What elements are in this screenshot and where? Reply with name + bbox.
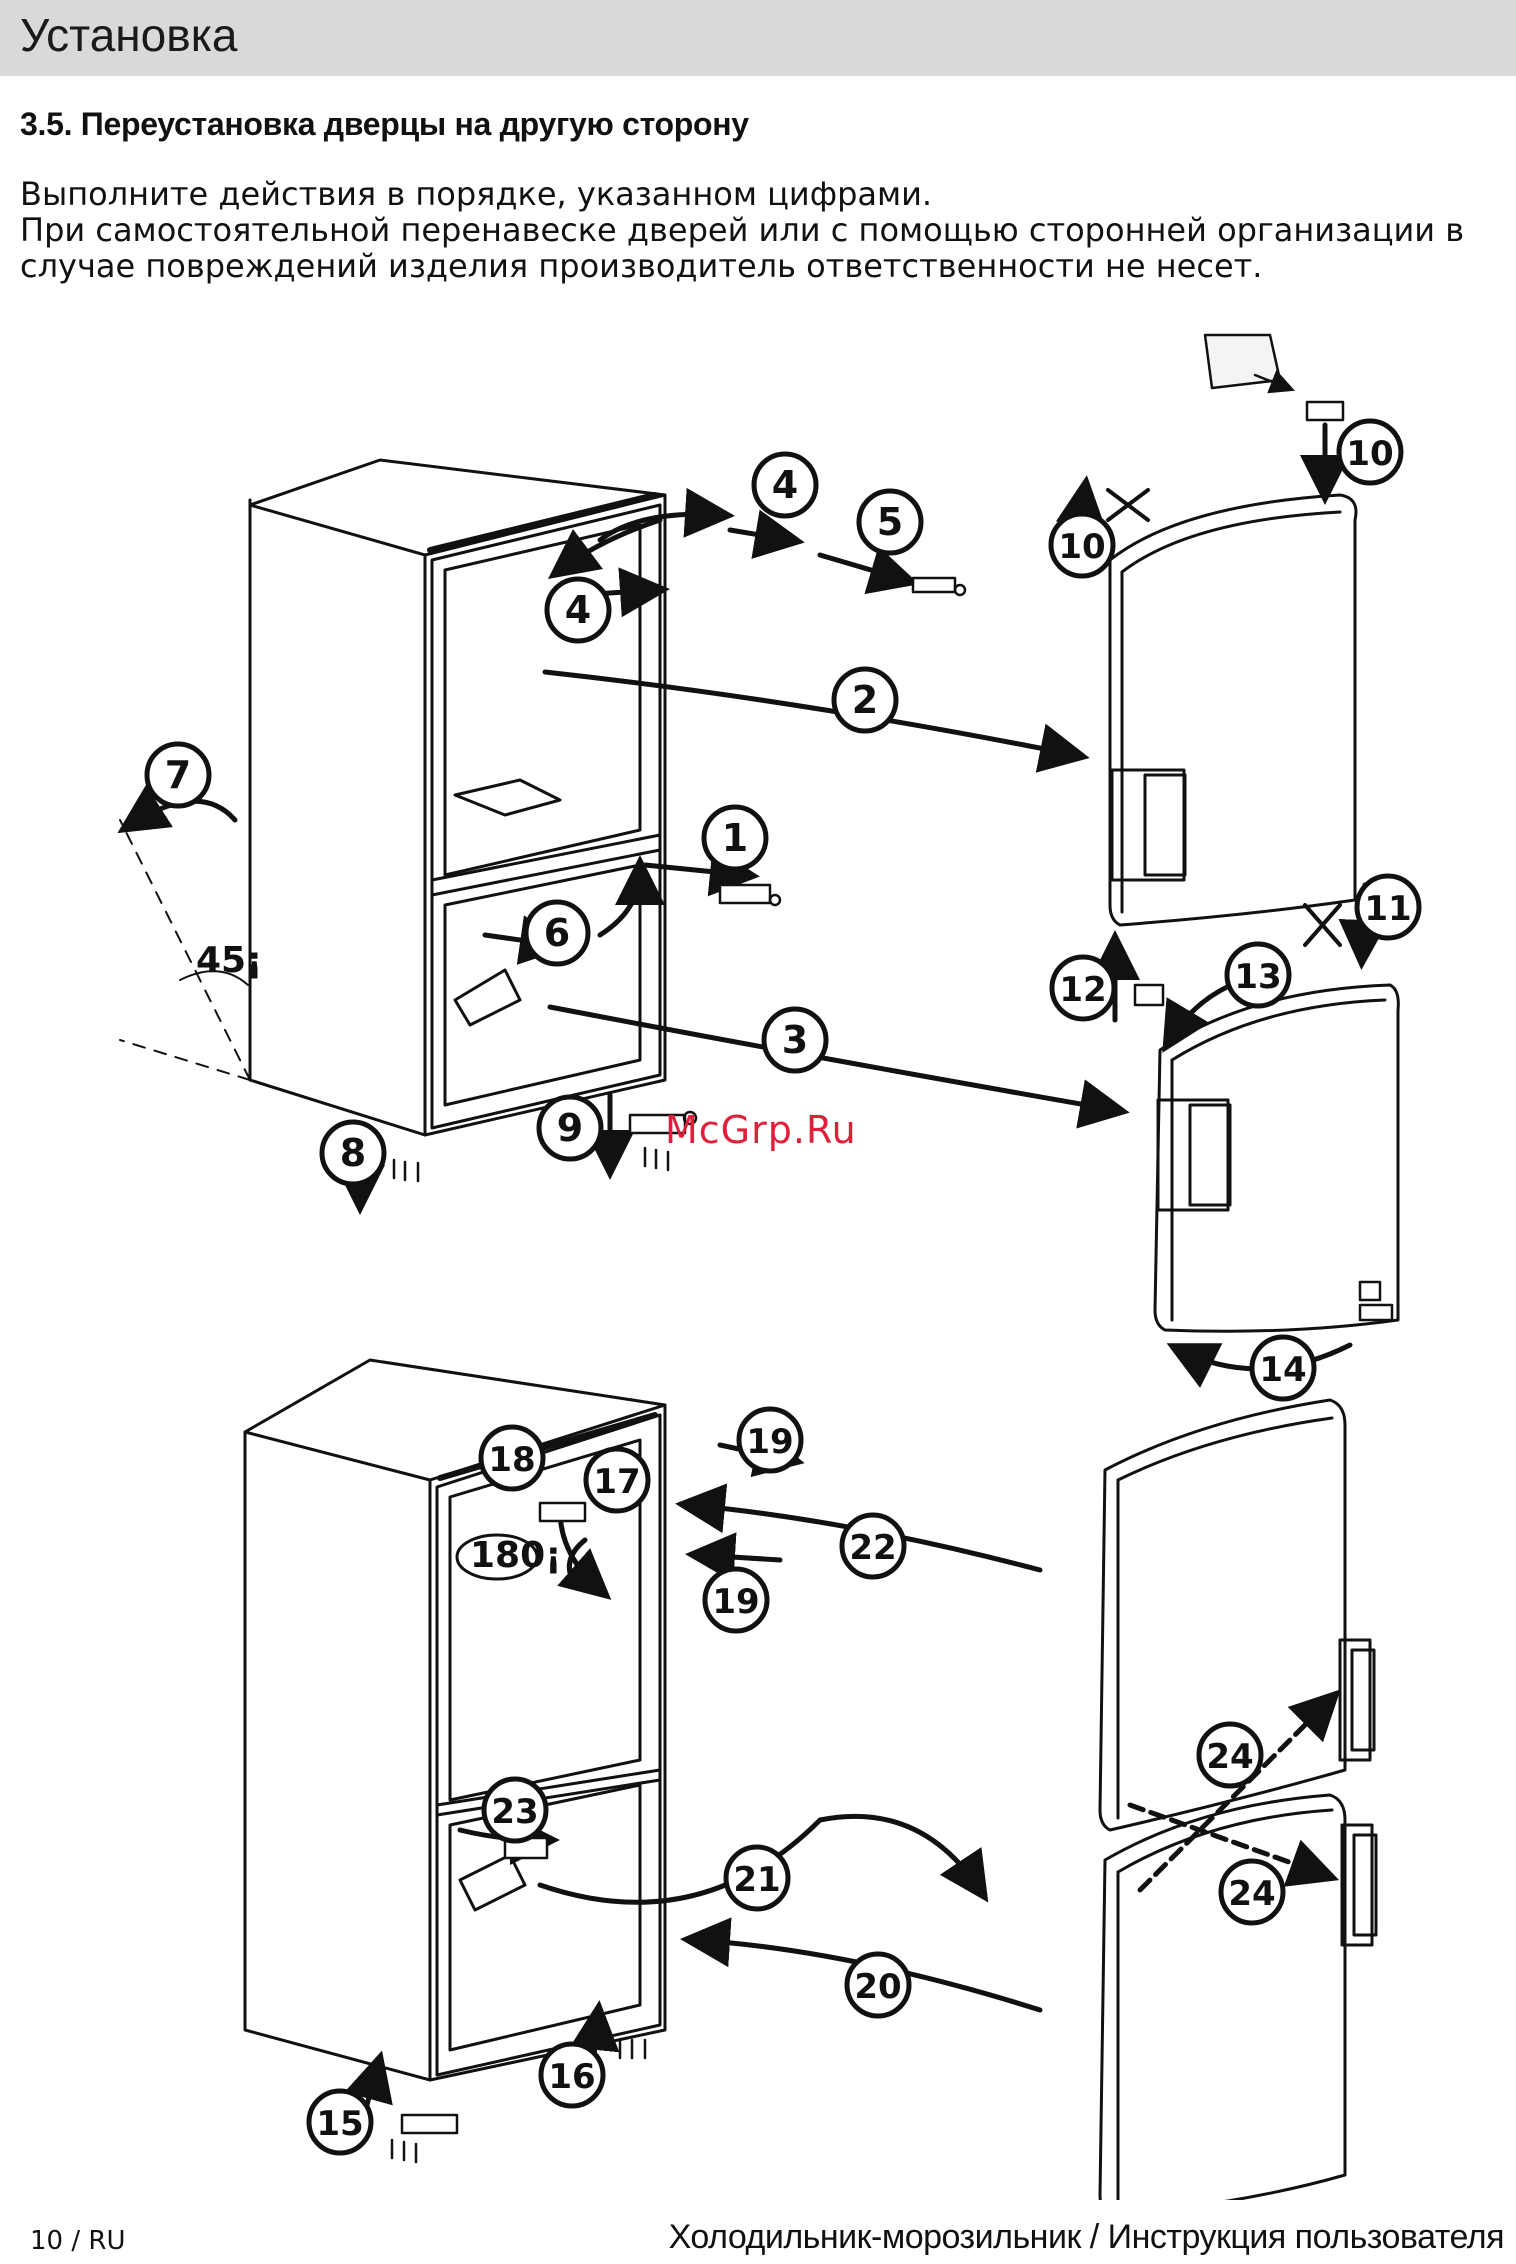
step-number: 21 <box>733 1860 780 1900</box>
step-circle <box>481 1776 549 1844</box>
step-circle <box>701 804 769 872</box>
step-number: 10 <box>1058 527 1105 567</box>
step-circle <box>583 1446 651 1514</box>
step-circle <box>831 666 899 734</box>
step-circle <box>761 1006 829 1074</box>
step-circle <box>1218 1858 1286 1926</box>
step-circle <box>536 1094 604 1162</box>
step-circle <box>538 2041 606 2109</box>
intro-line-2: При самостоятельной перенавеске дверей и… <box>20 211 1465 285</box>
step-number: 17 <box>593 1462 640 1502</box>
step-circle <box>1336 418 1404 486</box>
door-reversal-diagram: 45¡ <box>117 333 1422 2200</box>
step-number: 15 <box>316 2104 363 2144</box>
footer-page-number: 10 / RU <box>30 2226 126 2256</box>
step-number: 3 <box>782 1018 808 1062</box>
footer-document-title: Холодильник-морозильник / Инструкция пол… <box>668 2218 1505 2256</box>
step-circle <box>319 1119 387 1187</box>
step-number: 18 <box>488 1440 535 1480</box>
step-circle <box>839 1512 907 1580</box>
step-circle <box>856 488 924 556</box>
step-number: 10 <box>1346 434 1393 474</box>
fridge-cabinet-top <box>248 458 667 1137</box>
step-circle <box>1249 1334 1317 1402</box>
step-number: 16 <box>548 2057 595 2097</box>
intro-text: Выполните действия в порядке, указанном … <box>20 176 1500 284</box>
step-circle <box>1354 873 1422 941</box>
step-number: 8 <box>340 1131 366 1175</box>
intro-line-1: Выполните действия в порядке, указанном … <box>20 175 933 213</box>
step-circle <box>844 1951 912 2019</box>
angle-180-label: 180¡ <box>470 1535 562 1576</box>
fridge-cabinet-bottom <box>243 1358 667 2082</box>
step-number: 5 <box>877 500 903 544</box>
step-circle <box>1196 1721 1264 1789</box>
step-number: 1 <box>722 816 748 860</box>
freezer-door-lower-left <box>1098 1793 1378 2200</box>
step-circle <box>523 899 591 967</box>
freezer-door-upper <box>1153 983 1400 1333</box>
step-circle <box>751 451 819 519</box>
step-number: 4 <box>772 463 798 507</box>
step-circle <box>478 1424 546 1492</box>
step-number: 6 <box>544 911 570 955</box>
step-number: 20 <box>854 1967 901 2007</box>
tilt-angle-lines <box>119 819 251 1081</box>
diagonal-swap-arrows <box>1127 1689 1341 1893</box>
step-circle <box>723 1844 791 1912</box>
watermark-text: McGrp.Ru <box>665 1108 857 1152</box>
step-number: 23 <box>491 1792 538 1832</box>
step-circle <box>1048 511 1116 579</box>
page-header-title: Установка <box>20 9 238 61</box>
step-number: 12 <box>1059 970 1106 1010</box>
step-number: 24 <box>1206 1737 1253 1777</box>
step-number: 24 <box>1228 1874 1275 1914</box>
step-number: 2 <box>852 678 878 722</box>
step-circle <box>736 1406 804 1474</box>
step-number: 22 <box>849 1528 896 1568</box>
step-number: 13 <box>1234 957 1281 997</box>
step-number: 19 <box>712 1582 759 1622</box>
step-number: 9 <box>557 1106 583 1150</box>
step-circle <box>306 2088 374 2156</box>
step-circle <box>1224 941 1292 1009</box>
step-number: 11 <box>1364 889 1411 929</box>
section-title: 3.5. Переустановка дверцы на другую стор… <box>20 106 749 142</box>
fridge-door-upper <box>1108 493 1358 927</box>
fridge-door-lower-left <box>1098 1398 1376 1832</box>
step-circle <box>544 576 612 644</box>
step-circle <box>702 1566 770 1634</box>
rotate-180-oval <box>455 1533 539 1581</box>
step-number: 7 <box>165 753 191 797</box>
angle-45-label: 45¡ <box>196 940 263 981</box>
step-number: 4 <box>565 588 591 632</box>
header-bar <box>0 0 1516 76</box>
step-circle <box>144 741 212 809</box>
step-number: 19 <box>746 1422 793 1462</box>
step-circle <box>1049 954 1117 1022</box>
step-number: 14 <box>1259 1350 1306 1390</box>
